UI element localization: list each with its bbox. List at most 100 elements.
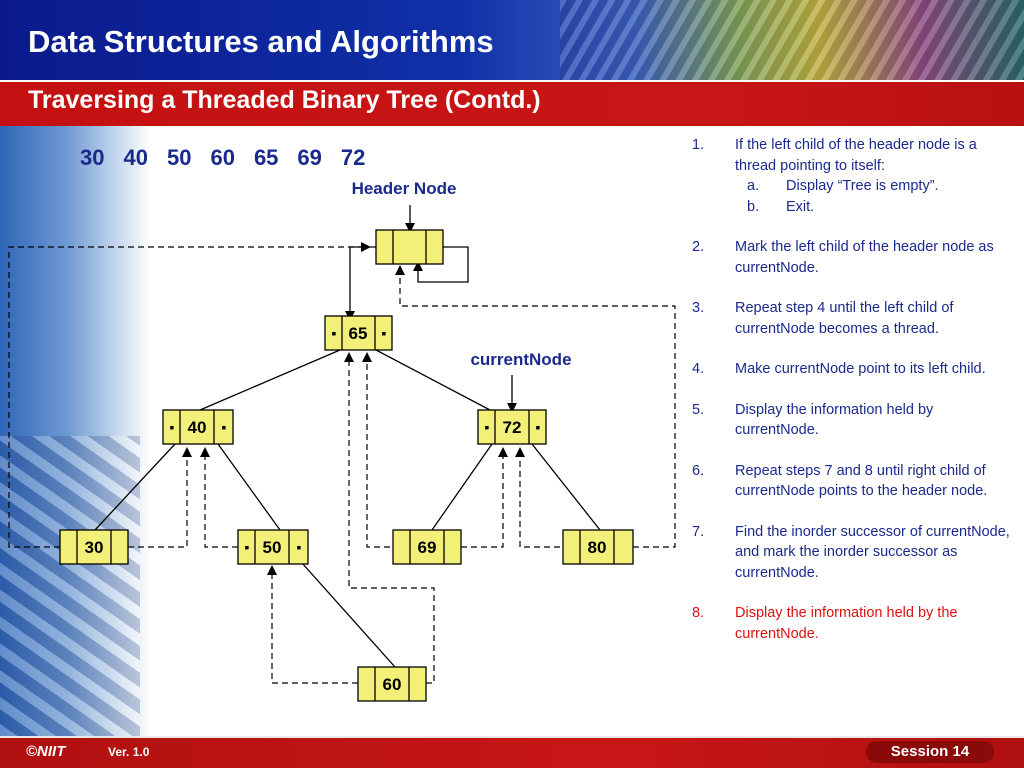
current-node-label: currentNode [470, 350, 571, 369]
step-number: 7. [692, 523, 705, 540]
thread-marker: ▪ [170, 419, 175, 435]
step-text: Display the information held by the curr… [735, 605, 958, 642]
step-number: 3. [692, 300, 705, 316]
thread-marker: ▪ [222, 419, 227, 435]
keyboard-decoration [0, 436, 140, 736]
sub-step-number: b. [747, 198, 760, 215]
sub-step-item: a. Display “Tree is empty”. [735, 176, 1010, 197]
step-number: 4. [692, 361, 705, 377]
output-value: 60 [210, 145, 235, 170]
footer-band [0, 736, 1024, 768]
step-item: 5. Display the information held by curren… [690, 400, 1010, 441]
threads [8, 242, 676, 684]
node-value: 30 [85, 538, 104, 557]
node-value: 50 [263, 538, 282, 557]
step-item: 1. If the left child of the header node i… [690, 135, 1010, 217]
thread-marker: ▪ [536, 419, 541, 435]
node-40: ▪ 40 ▪ [162, 409, 234, 445]
thread-69-left [362, 352, 410, 548]
slide-title: Traversing a Threaded Binary Tree (Contd… [28, 86, 541, 114]
thread-30-left [8, 242, 371, 548]
thread-marker: ▪ [297, 539, 302, 555]
left-decoration [0, 126, 150, 736]
output-value: 40 [123, 145, 148, 170]
thread-69-right [461, 447, 508, 548]
step-number: 2. [692, 239, 705, 255]
step-text: Find the inorder successor of currentNod… [735, 523, 1010, 581]
header-node [375, 229, 444, 265]
output-value: 50 [166, 145, 192, 170]
node-value: 72 [503, 418, 522, 437]
step-item: 4. Make currentNode point to its left chi… [690, 359, 1010, 380]
node-value: 60 [383, 675, 402, 694]
thread-60-right [344, 352, 435, 684]
output-value: 72 [340, 145, 366, 170]
step-number: 6. [692, 462, 705, 479]
step-number: 1. [692, 137, 705, 153]
edge-40-50 [217, 443, 281, 531]
sub-step-text: Exit. [786, 198, 815, 215]
node-72: ▪ 72 ▪ [477, 409, 547, 445]
header-band [0, 0, 1024, 80]
output-value: 69 [297, 145, 322, 170]
step-text: Mark the left child of the header node a… [735, 239, 994, 276]
step-item: 6. Repeat steps 7 and 8 until right child… [690, 461, 1010, 502]
step-item: 2. Mark the left child of the header node… [690, 237, 1010, 278]
node-value: 40 [188, 418, 207, 437]
thread-marker: ▪ [245, 539, 250, 555]
node-50: ▪ 50 ▪ [237, 529, 309, 565]
step-text: Make currentNode point to its left child… [735, 361, 986, 377]
step-number: 5. [692, 401, 705, 418]
thread-30-right [128, 447, 192, 548]
edge-65-40 [199, 349, 341, 411]
thread-marker: ▪ [485, 419, 490, 435]
sub-step-text: Display “Tree is empty”. [786, 178, 939, 194]
edge-72-69 [431, 443, 493, 531]
step-text: If the left child of the header node is … [735, 137, 977, 174]
thread-marker: ▪ [332, 325, 337, 341]
step-number: 8. [692, 605, 705, 621]
header-decoration [560, 0, 1024, 80]
step-text: Display the information held by currentN… [735, 401, 934, 439]
thread-80-left [515, 447, 580, 548]
sub-steps: a. Display “Tree is empty”. b. Exit. [735, 176, 1010, 217]
traversal-output: 30 40 50 60 65 69 72 [80, 145, 384, 171]
thread-50-left [200, 447, 238, 548]
tree-edges [94, 349, 601, 668]
node-value: 80 [588, 538, 607, 557]
thread-80-right [395, 265, 676, 548]
tree-nodes: ▪ 65 ▪ ▪ 40 ▪ ▪ 72 ▪ 30 ▪ 50 ▪ [59, 229, 634, 702]
step-item: 3. Repeat step 4 until the left child of … [690, 298, 1010, 339]
header-right-self-link [413, 246, 469, 283]
sub-step-item: b. Exit. [735, 197, 1010, 218]
session-badge: Session 14 [866, 741, 994, 763]
node-65: ▪ 65 ▪ [324, 315, 393, 351]
edge-50-60 [301, 562, 396, 668]
edge-72-80 [531, 443, 601, 531]
app-title: Data Structures and Algorithms [28, 24, 494, 59]
thread-60-left [267, 565, 358, 684]
step-text: Repeat steps 7 and 8 until right child o… [735, 462, 988, 500]
header-left-link [345, 246, 376, 321]
edge-40-30 [94, 443, 176, 531]
output-value: 65 [253, 145, 279, 170]
thread-marker: ▪ [382, 325, 387, 341]
version-label: Ver. 1.0 [108, 745, 150, 759]
output-value: 30 [80, 145, 105, 170]
algorithm-steps: 1. If the left child of the header node i… [690, 135, 1010, 664]
node-30: 30 [59, 529, 129, 565]
step-item: 7. Find the inorder successor of currentN… [690, 522, 1010, 584]
header-node-label: Header Node [352, 179, 457, 198]
step-text: Repeat step 4 until the left child of cu… [735, 300, 954, 337]
niit-logo: ©NIIT [26, 743, 66, 760]
node-value: 65 [349, 324, 368, 343]
node-69: 69 [392, 529, 462, 565]
node-value: 69 [418, 538, 437, 557]
node-80: 80 [562, 529, 634, 565]
step-item-active: 8. Display the information held by the cu… [690, 603, 1010, 644]
title-band [0, 80, 1024, 126]
node-60: 60 [357, 666, 427, 702]
edge-65-72 [375, 349, 491, 411]
sub-step-number: a. [747, 178, 760, 194]
